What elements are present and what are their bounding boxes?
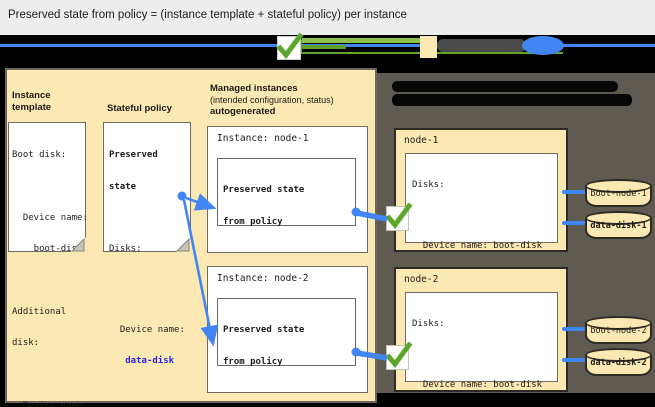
disk-connector: [562, 221, 586, 225]
redacted-text-bar: [392, 94, 632, 106]
stateful-policy-header: Stateful policy: [107, 103, 172, 114]
disk-label: boot-node-2: [590, 326, 647, 336]
disk-cylinder-data-disk-1: data-disk-1: [585, 211, 652, 239]
disk-connector: [562, 327, 586, 331]
instance-template-header: Instance template: [12, 90, 52, 113]
managed-instances-header: Managed instances (intended configuratio…: [210, 83, 370, 118]
instance-name: Instance: node-2: [217, 273, 309, 284]
boot-disk-ref: boot-disk: [493, 379, 543, 390]
legend-instance-template-swatch: [420, 36, 437, 58]
managed-instance-node-1: Instance: node-1 Preserved state from po…: [207, 126, 368, 348]
doc-line: Device name:: [12, 400, 88, 407]
instance-name: Instance: node-1: [217, 133, 309, 144]
stateful-policy-doc: Preserved state Disks: Device name: data…: [103, 122, 191, 366]
box-line: Disks:: [412, 319, 445, 329]
preserved-check-node-2: [385, 342, 413, 370]
doc-line: Device name:: [109, 324, 185, 335]
managed-instances-header-sub: (intended configuration, status): [210, 94, 334, 105]
page-fold-icon: [71, 237, 86, 252]
legend-band: [0, 33, 655, 65]
box-line: Preserved state: [223, 185, 305, 195]
box-line: Preserved state: [223, 325, 305, 335]
doc-line: Device name:: [12, 212, 88, 223]
doc-line: data-disk: [109, 356, 187, 367]
data-disk-ref: data-disk: [125, 356, 175, 366]
check-icon: [276, 33, 304, 60]
doc-line: Disks:: [109, 244, 142, 254]
green-arrow-shaft: [302, 38, 420, 43]
diagram-title: Preserved state from policy = (instance …: [8, 9, 407, 21]
managed-instances-header-bold: Managed instances: [210, 83, 298, 94]
managed-instance-node-2: Instance: node-2 Preserved state from po…: [207, 266, 368, 393]
vm-node-2: node-2 Disks: Device name: boot-disk Dis…: [394, 267, 568, 392]
cylinder-top: [585, 211, 652, 225]
vm-name: node-1: [404, 135, 439, 146]
doc-line: state: [109, 181, 137, 192]
box-line: from policy: [223, 356, 283, 367]
vm-node-1: node-1 Disks: Device name: boot-disk Dis…: [394, 128, 568, 374]
cylinder-top: [585, 348, 652, 362]
disk-label: data-disk-2: [590, 358, 647, 368]
doc-line: Boot disk:: [12, 150, 67, 160]
disk-label: data-disk-1: [590, 221, 647, 231]
cylinder-top: [585, 179, 652, 193]
check-icon: [385, 342, 413, 369]
doc-line: boot-disk: [12, 244, 83, 254]
page-fold-icon: [176, 237, 191, 252]
spacer: [223, 248, 355, 254]
legend-persistent-disk-ellipse: [522, 36, 564, 55]
preserved-state-box: Preserved state from policy Disks: Devic…: [217, 298, 356, 367]
spacer: [12, 182, 82, 192]
disk-cylinder-boot-node-2: boot-node-2: [585, 316, 652, 344]
disk-cylinder-data-disk-2: data-disk-2: [585, 348, 652, 376]
legend-autogenerated-bar: [437, 39, 526, 52]
disk-connector: [562, 190, 586, 194]
instance-template-doc: Boot disk: Device name: boot-disk Additi…: [8, 122, 88, 407]
managed-instances-header-bold2: autogenerated: [210, 106, 276, 117]
redacted-text-bar: [392, 81, 618, 92]
spacer: [412, 351, 557, 359]
spacer: [223, 388, 355, 394]
box-line: Disks:: [412, 180, 445, 190]
green-arrow-shaft-2: [302, 45, 346, 49]
title-bar: Preserved state from policy = (instance …: [0, 0, 655, 35]
box-line: Device name: boot-disk: [412, 240, 543, 251]
box-line: from policy: [223, 216, 283, 227]
preserved-state-box: Preserved state from policy Disks: Devic…: [217, 158, 356, 348]
spacer: [12, 370, 82, 380]
vm-name: node-2: [404, 274, 439, 285]
vm-disks-box: Disks: Device name: boot-disk Disk name:…: [405, 292, 558, 390]
doc-line: Additional: [12, 306, 67, 317]
spacer: [109, 213, 187, 223]
spacer: [12, 276, 82, 286]
cylinder-top: [585, 316, 652, 330]
box-line: Device name: boot-disk: [412, 379, 543, 390]
doc-line: Preserved: [109, 150, 158, 160]
check-icon: [385, 203, 413, 230]
legend-preserved-check-icon: [276, 33, 304, 60]
boot-disk-ref: boot-disk: [493, 240, 543, 251]
disk-cylinder-boot-node-1: boot-node-1: [585, 179, 652, 207]
preserved-check-node-1: [385, 203, 413, 231]
doc-line: disk:: [12, 338, 40, 348]
vm-disks-box: Disks: Device name: boot-disk Disk name:…: [405, 153, 558, 374]
spacer: [412, 212, 557, 220]
spacer: [109, 276, 187, 304]
disk-connector: [562, 358, 586, 362]
disk-label: boot-node-1: [590, 189, 647, 199]
